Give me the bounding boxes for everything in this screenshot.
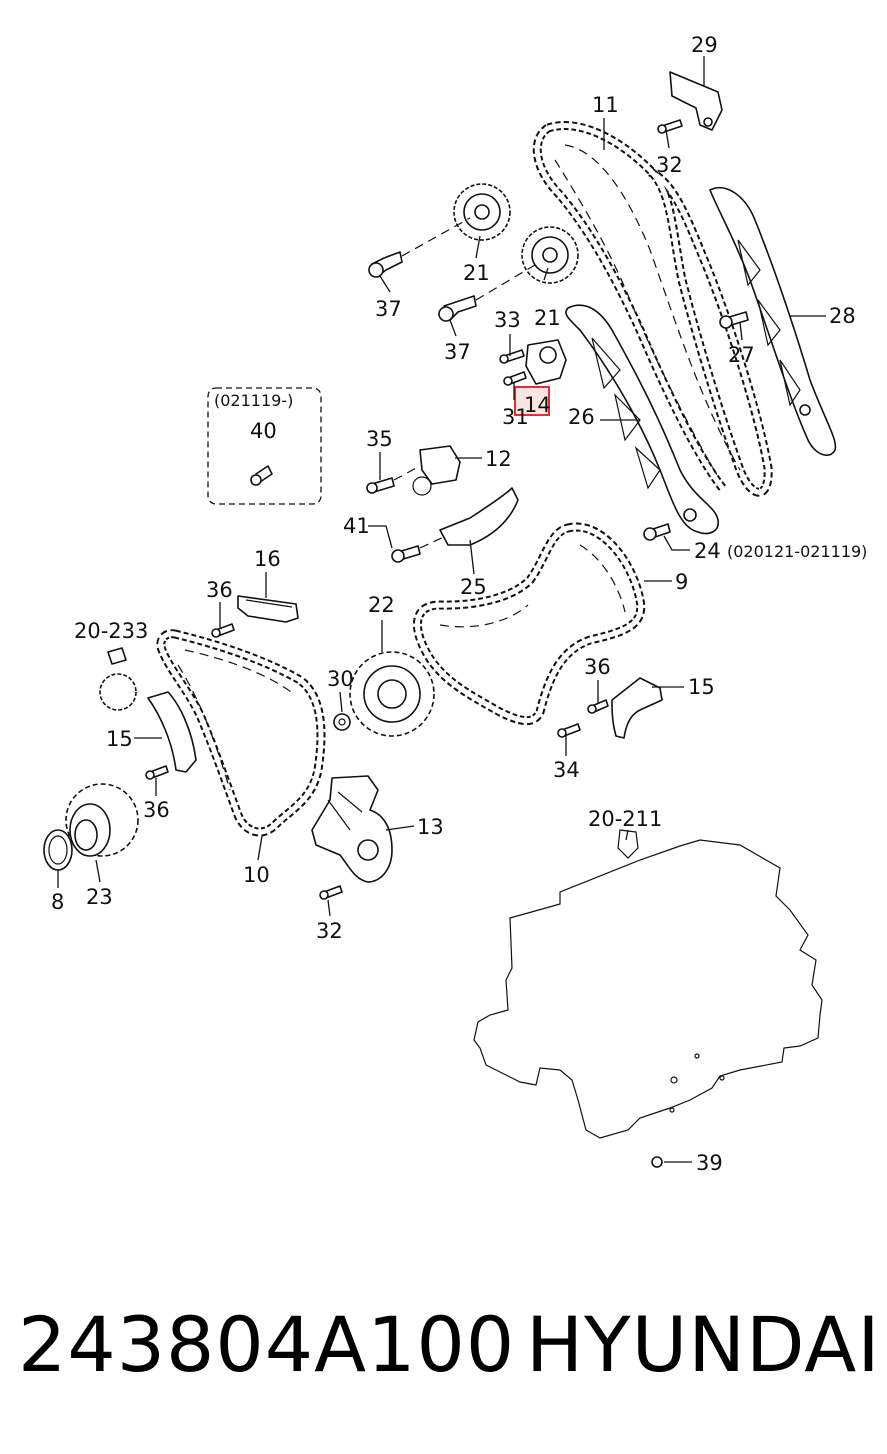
chain-guide-16 <box>237 595 299 623</box>
label-16: 16 <box>254 547 281 571</box>
lower-timing-chain <box>156 629 326 837</box>
upper-timing-chain <box>532 121 773 497</box>
tensioner-arm-26 <box>565 304 719 535</box>
bolt-36-a <box>211 623 235 638</box>
label-22: 22 <box>368 593 395 617</box>
label-37-a: 37 <box>375 297 402 321</box>
bolt-34 <box>557 723 581 738</box>
cam-sprocket-21-a <box>453 183 511 241</box>
label-36-c: 36 <box>143 798 170 822</box>
label-31: 31 <box>502 405 529 429</box>
leader-lines <box>57 56 826 1163</box>
serial-range-40: (021119-) <box>214 391 293 410</box>
chain-guide-25 <box>439 487 519 546</box>
label-27: 27 <box>728 343 755 367</box>
nut-30 <box>333 713 351 731</box>
bolt-31 <box>503 371 527 386</box>
label-24: 24 <box>694 539 721 563</box>
chain-guide-15-left <box>147 691 197 773</box>
label-10: 10 <box>243 863 270 887</box>
bolt-35 <box>366 465 421 494</box>
bolt-24 <box>643 523 671 541</box>
housing-13 <box>311 775 393 883</box>
variant-box-40 <box>207 387 322 505</box>
callout-labels: 29 11 32 21 21 37 37 33 28 27 31 14 26 3… <box>51 33 867 1175</box>
label-37-b: 37 <box>444 340 471 364</box>
label-12: 12 <box>485 447 512 471</box>
serial-range-24: (020121-021119) <box>727 542 867 561</box>
label-33: 33 <box>494 308 521 332</box>
label-32-top: 32 <box>656 153 683 177</box>
cam-sprocket-21-b <box>521 226 579 284</box>
bolt-32-top <box>657 119 683 134</box>
label-23: 23 <box>86 885 113 909</box>
sprocket-22 <box>349 651 435 737</box>
label-21-a: 21 <box>463 261 490 285</box>
bolt-32-bottom <box>319 885 343 900</box>
bolt-37-a <box>368 217 471 278</box>
hydraulic-tensioner-14 <box>514 339 567 416</box>
label-8: 8 <box>51 890 64 914</box>
label-32-bottom: 32 <box>316 919 343 943</box>
label-21-b: 21 <box>534 306 561 330</box>
label-39: 39 <box>696 1151 723 1175</box>
chain-tensioner-12 <box>412 445 461 496</box>
bolt-27 <box>719 311 749 329</box>
bolt-41 <box>391 535 447 563</box>
timing-chain-exploded-diagram: 29 11 32 21 21 37 37 33 28 27 31 14 26 3… <box>43 33 867 1175</box>
label-25: 25 <box>460 575 487 599</box>
label-40: 40 <box>250 419 277 443</box>
label-30: 30 <box>327 667 354 691</box>
part-number: 243804A100 <box>18 1300 516 1389</box>
bracket-29 <box>669 71 723 131</box>
label-15-right: 15 <box>688 675 715 699</box>
seal-ring-8 <box>43 829 73 871</box>
bolt-36-c <box>145 765 169 780</box>
label-11: 11 <box>592 93 619 117</box>
sprocket-20-233 <box>99 647 137 711</box>
label-41: 41 <box>343 514 370 538</box>
engine-block-outline <box>473 829 823 1139</box>
label-14: 14 <box>524 393 551 417</box>
label-26: 26 <box>568 405 595 429</box>
label-29: 29 <box>691 33 718 57</box>
label-36-a: 36 <box>206 578 233 602</box>
label-28: 28 <box>829 304 856 328</box>
label-20-233: 20-233 <box>74 619 148 643</box>
label-36-b: 36 <box>584 655 611 679</box>
label-13: 13 <box>417 815 444 839</box>
label-20-211: 20-211 <box>588 807 662 831</box>
label-35: 35 <box>366 427 393 451</box>
chain-guide-15-right <box>611 677 663 739</box>
bolt-39 <box>651 1156 663 1168</box>
footer-caption: 243804A100 HYUNDAI <box>0 1300 887 1430</box>
bolt-33 <box>499 349 525 364</box>
bolt-36-b <box>587 699 609 714</box>
bolt-40 <box>250 465 273 486</box>
label-15-left: 15 <box>106 727 133 751</box>
chain-guide-28 <box>709 186 837 456</box>
brand-name: HYUNDAI <box>526 1300 881 1389</box>
highlight-box <box>514 386 550 416</box>
label-34: 34 <box>553 758 580 782</box>
crank-sprocket-23 <box>65 783 139 857</box>
middle-timing-chain <box>413 522 646 726</box>
label-9: 9 <box>675 570 688 594</box>
